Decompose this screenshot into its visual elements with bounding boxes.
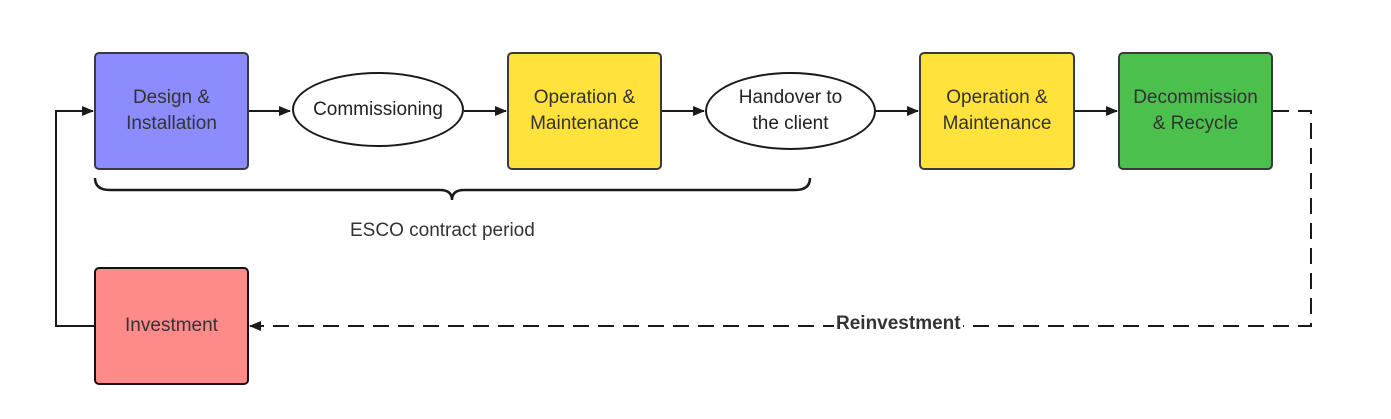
arrow-investment-to-design [55, 106, 94, 327]
contract-period-brace [93, 177, 812, 201]
operation-maintenance-node-1: Operation & Maintenance [507, 52, 662, 170]
design-installation-node: Design & Installation [94, 52, 249, 170]
operation-maintenance-label-1: Operation & Maintenance [530, 87, 639, 134]
handover-node: Handover to the client [705, 72, 876, 150]
operation-maintenance-label-2: Operation & Maintenance [942, 87, 1052, 134]
arrow-reinvestment [249, 110, 1312, 331]
commissioning-label: Commissioning [313, 98, 443, 120]
investment-node: Investment [94, 267, 249, 385]
decommission-recycle-node: Decommission & Recycle [1118, 52, 1273, 170]
decommission-recycle-label: Decommission & Recycle [1133, 87, 1258, 134]
handover-label: Handover to the client [738, 87, 843, 134]
reinvestment-label: Reinvestment [834, 313, 963, 335]
design-installation-label: Design & Installation [126, 87, 217, 134]
commissioning-node: Commissioning [292, 72, 464, 147]
operation-maintenance-node-2: Operation & Maintenance [919, 52, 1075, 170]
investment-label: Investment [125, 315, 218, 336]
contract-period-label: ESCO contract period [350, 220, 535, 241]
